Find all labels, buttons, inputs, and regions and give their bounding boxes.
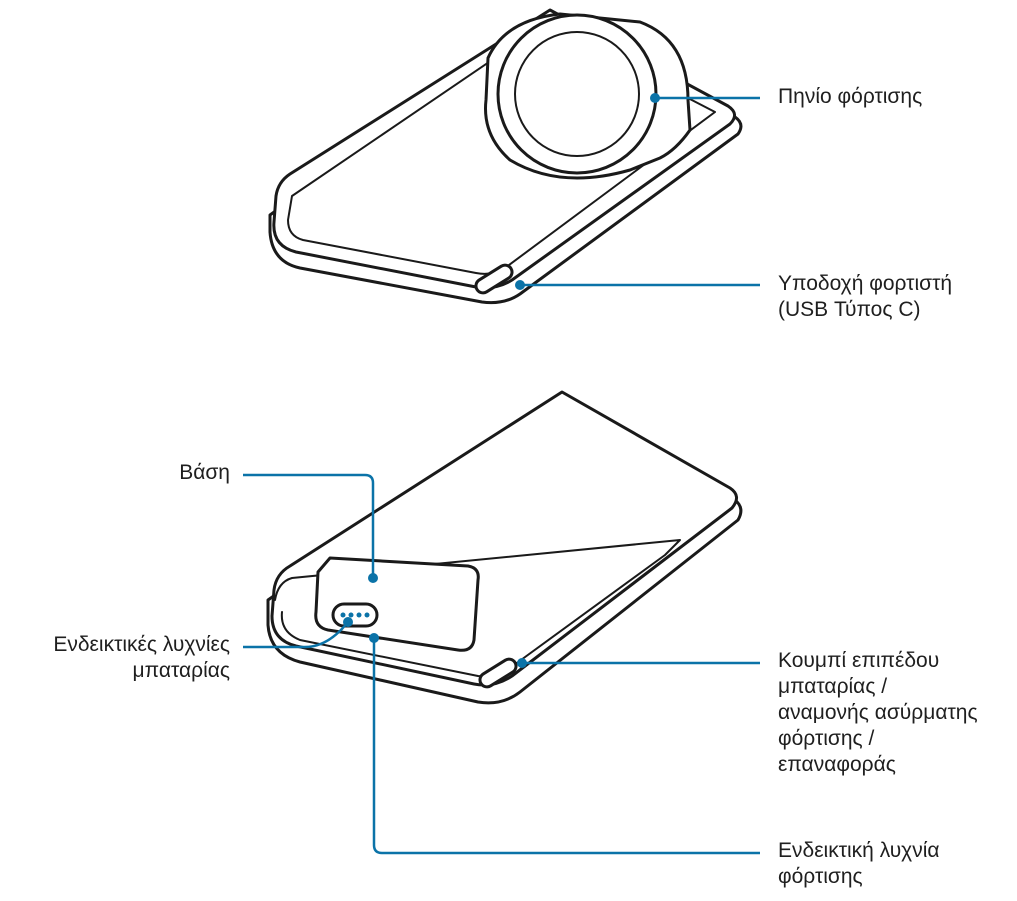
battery-led-1 (340, 612, 346, 618)
label-charging-indicator: Ενδεικτική λυχνία φόρτισης (778, 838, 940, 890)
charging-coil-outer (496, 13, 658, 175)
label-line: μπαταρίας / (778, 675, 888, 698)
device-bottom-view (266, 390, 743, 705)
label-line: Βάση (179, 461, 230, 484)
battery-led-2 (348, 612, 354, 618)
leader-lines (243, 93, 760, 855)
leader-charging-indicator-dot (369, 633, 379, 643)
label-charging-coil: Πηνίο φόρτισης (778, 84, 922, 110)
leader-battery-button-dot (517, 658, 527, 668)
battery-level-button (478, 657, 518, 689)
battery-led-3 (356, 612, 362, 618)
leader-battery-indicators (243, 621, 349, 649)
usb-c-port (474, 263, 514, 295)
label-line: αναμονής ασύρματης (778, 701, 978, 724)
leader-battery-indicators-dot (343, 617, 353, 627)
label-battery-button: Κουμπί επιπέδου μπαταρίας / αναμονής ασύ… (778, 648, 978, 778)
label-line: Ενδεικτικές λυχνίες (53, 633, 230, 656)
label-line: Υποδοχή φορτιστή (778, 272, 953, 295)
label-line: Κουμπί επιπέδου (778, 649, 940, 672)
label-line: μπαταρίας (132, 659, 230, 682)
label-stand: Βάση (150, 460, 230, 486)
device-bottom-surface (270, 390, 738, 687)
charging-coil-inner (514, 31, 640, 157)
device-top-view (268, 8, 743, 305)
leader-stand (243, 473, 375, 578)
battery-led-4 (364, 612, 370, 618)
label-line: Πηνίο φόρτισης (778, 85, 923, 108)
label-battery-indicators: Ενδεικτικές λυχνίες μπαταρίας (4, 632, 230, 684)
leader-charging-coil-dot (650, 93, 660, 103)
leader-charger-port-dot (515, 280, 525, 290)
label-line: φόρτισης (778, 865, 863, 888)
label-charger-port: Υποδοχή φορτιστή (USB Τύπος C) (778, 271, 952, 323)
leader-stand-dot (368, 573, 378, 583)
label-line: Ενδεικτική λυχνία (778, 839, 940, 862)
label-line: φόρτισης / (778, 727, 875, 750)
battery-indicator-window (331, 602, 379, 628)
label-line: επαναφοράς (778, 753, 896, 776)
leader-charging-indicator (372, 638, 760, 855)
label-line: (USB Τύπος C) (778, 298, 921, 321)
